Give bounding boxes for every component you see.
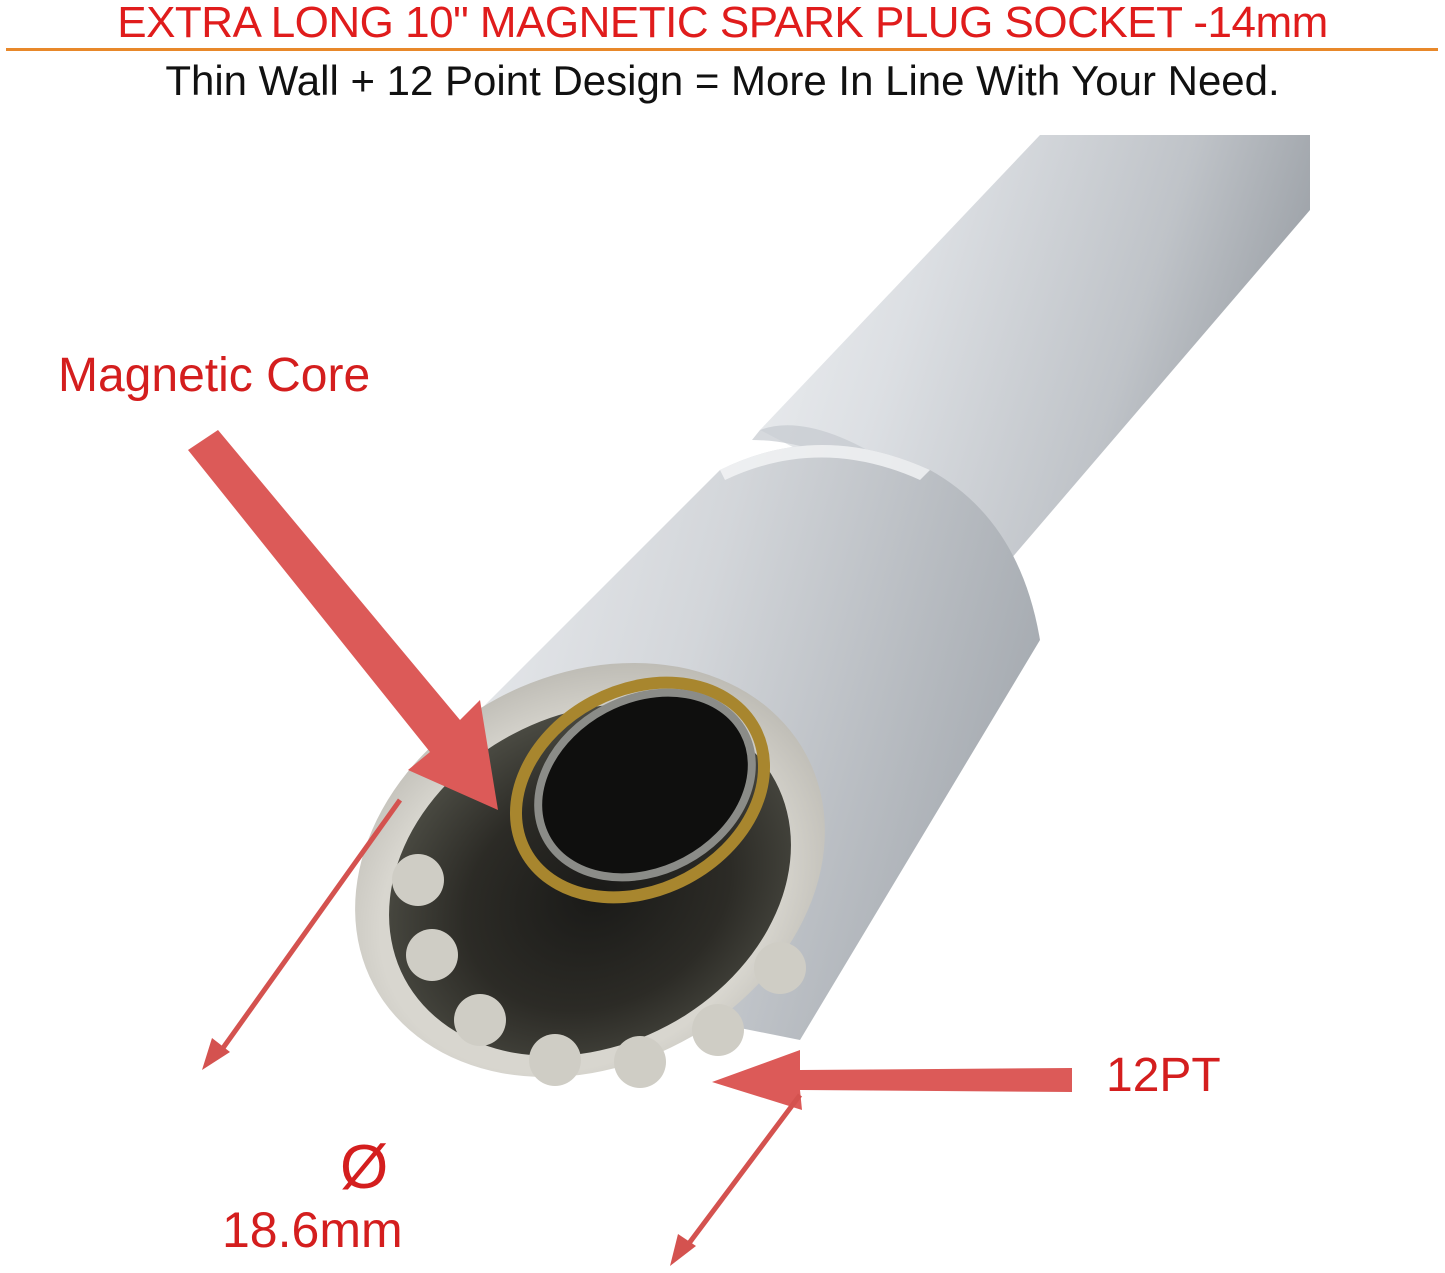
- diameter-symbol: Ø: [340, 1133, 389, 1202]
- product-subtitle: Thin Wall + 12 Point Design = More In Li…: [165, 57, 1280, 104]
- magnetic-core-label: Magnetic Core: [58, 349, 371, 402]
- twelve-point-label: 12PT: [1106, 1049, 1221, 1102]
- diameter-arrows: [202, 798, 803, 1266]
- title-underline: [6, 48, 1438, 51]
- magnetic-core-arrow: [188, 430, 498, 810]
- diameter-value-label: 18.6mm: [222, 1202, 403, 1258]
- twelve-point-arrow: [712, 1050, 1072, 1110]
- magnet-ring: [509, 676, 771, 904]
- twelve-point-flutes: [392, 854, 806, 1088]
- product-title: EXTRA LONG 10" MAGNETIC SPARK PLUG SOCKE…: [117, 0, 1328, 44]
